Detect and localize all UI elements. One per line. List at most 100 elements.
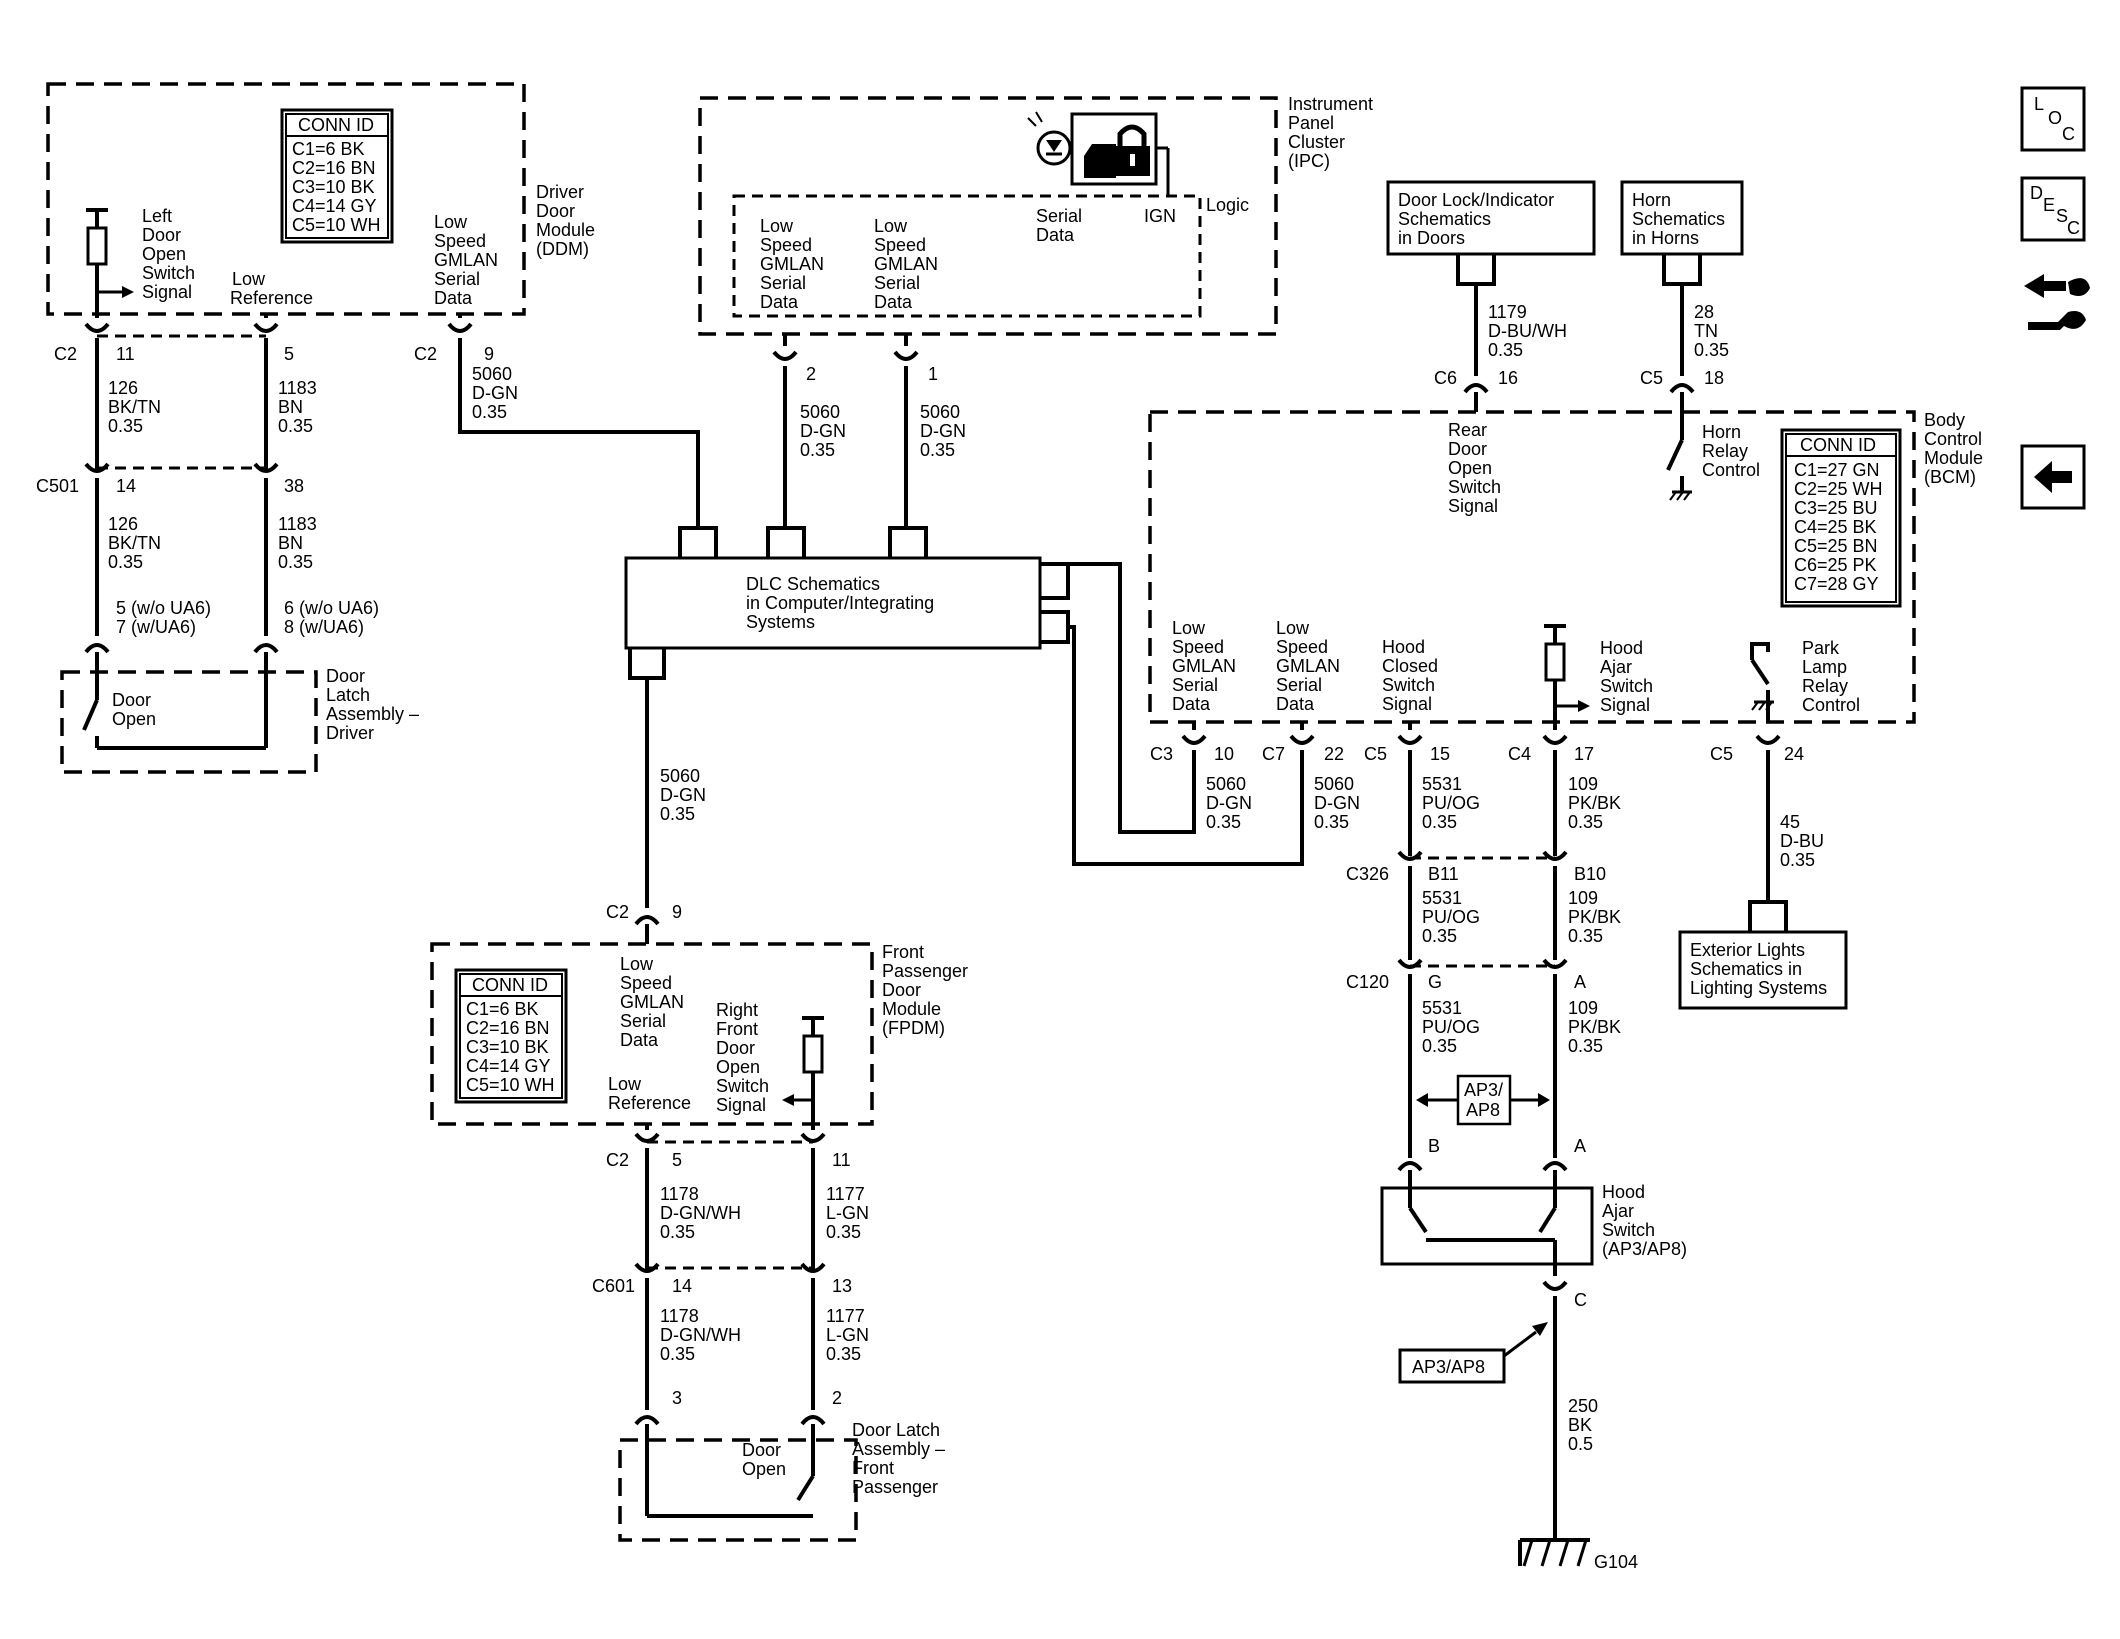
wire-gauge: 0.35 (1568, 926, 1603, 946)
conn-label-c2: C2 (606, 902, 629, 922)
label-line: Schematics (1398, 209, 1491, 229)
label-line: Door Latch (852, 1420, 940, 1440)
wire-color: D-BU (1780, 831, 1824, 851)
label-line: Driver (326, 723, 374, 743)
label-line: (FPDM) (882, 1018, 945, 1038)
pin-label: C (1574, 1290, 1587, 1310)
label-line: (BCM) (1924, 467, 1976, 487)
bcm-gmlan1-label: Low Speed GMLAN Serial Data (1172, 618, 1236, 714)
wire-number: 28 (1694, 302, 1714, 322)
wire-color: BK (1568, 1415, 1592, 1435)
label-line: Low (608, 1074, 642, 1094)
wire-color: D-GN/WH (660, 1325, 741, 1345)
bcm-conn-title: CONN ID (1800, 435, 1876, 455)
bcm-horn-relay-label: Horn Relay Control (1702, 422, 1760, 480)
fpdm-conn-c2: C2=16 BN (466, 1018, 550, 1038)
ap3-ap8-option-marker: AP3/ AP8 (1416, 1074, 1550, 1126)
wire-gauge: 0.35 (472, 402, 507, 422)
latch-driver-outline (60, 670, 318, 774)
wire-gauge: 0.35 (108, 552, 143, 572)
wire-5060-c7 (1068, 625, 1304, 866)
wire-gauge: 0.35 (108, 416, 143, 436)
wire-gauge: 0.35 (1568, 812, 1603, 832)
label-line: Horn (1702, 422, 1741, 442)
horn-schematics-reference[interactable]: Horn Schematics in Horns (1620, 180, 1744, 256)
label-line: Body (1924, 410, 1965, 430)
fpdm-switch-label: Right Front Door Open Switch Signal (716, 1000, 769, 1115)
latch-driver-inner: Open (112, 709, 156, 729)
wire-color: PU/OG (1422, 1017, 1480, 1037)
latch-passenger-outline (618, 1438, 858, 1542)
label-line: GMLAN (620, 992, 684, 1012)
latch-driver-inner: Door (112, 690, 151, 710)
ddm-gmlan-label: Low Speed GMLAN Serial Data (434, 212, 498, 308)
loc-letter-o: O (2048, 108, 2062, 128)
pin-label: A (1574, 972, 1586, 992)
wire-color: L-GN (826, 1203, 869, 1223)
diagnostic-wrench-icon[interactable] (2024, 274, 2090, 330)
label-line: Control (1802, 695, 1860, 715)
fpdm-conn-c3: C3=10 BK (466, 1037, 549, 1057)
label-line: Door (142, 225, 181, 245)
label-line: Serial (1276, 675, 1322, 695)
label-line: Assembly – (852, 1439, 945, 1459)
ddm-conn-c4: C4=14 GY (292, 196, 377, 216)
fpdm-conn-c1: C1=6 BK (466, 999, 539, 1019)
ddm-conn-c3: C3=10 BK (292, 177, 375, 197)
fpdm-title: Front Passenger Door Module (FPDM) (882, 942, 968, 1038)
label-line: Rear (1448, 420, 1487, 440)
label-line: Module (1924, 448, 1983, 468)
desc-letter-s: S (2056, 206, 2068, 226)
door-lock-schematics-reference[interactable]: Door Lock/Indicator Schematics in Doors (1386, 180, 1596, 256)
wire-label: 126 BK/TN 0.35 1183 BN 0.35 (108, 378, 317, 436)
ap-tag-text: AP3/AP8 (1412, 1357, 1485, 1377)
label-line: Hood (1382, 637, 1425, 657)
label-line: Speed (760, 235, 812, 255)
ddm-switch-resistor (86, 208, 134, 314)
label-line: Low (874, 216, 908, 236)
wire-color: D-GN (1206, 793, 1252, 813)
wire-number: 5060 (660, 766, 700, 786)
ipc-ign-label: IGN (1144, 206, 1176, 226)
ddm-title-line: Door (536, 201, 575, 221)
label-line: Front (716, 1019, 758, 1039)
conn-label-c326: C326 (1346, 864, 1389, 884)
loc-button[interactable]: L O C (2020, 86, 2086, 152)
label-line: Control (1924, 429, 1982, 449)
label-line: Switch (1382, 675, 1435, 695)
pin-label: 1 (928, 364, 938, 384)
back-arrow-button[interactable] (2020, 444, 2086, 510)
bcm-conn-c3: C3=25 BU (1794, 498, 1878, 518)
wire-gauge: 0.35 (1780, 850, 1815, 870)
label-line: Lighting Systems (1690, 978, 1827, 998)
wire-gauge: 0.35 (278, 552, 313, 572)
wire-color: BN (278, 397, 303, 417)
pin-label: B11 (1428, 864, 1459, 884)
label-line: Low (1172, 618, 1206, 638)
conn-label-c2: C2 (54, 344, 77, 364)
bcm-gmlan2-label: Low Speed GMLAN Serial Data (1276, 618, 1340, 714)
pin-label: 16 (1498, 368, 1518, 388)
wire-number: 126 (108, 514, 138, 534)
label-line: Open (1448, 458, 1492, 478)
wire-color: BK/TN (108, 533, 161, 553)
conn-label-c7: C7 (1262, 744, 1285, 764)
dlc-schematics-reference[interactable]: DLC Schematics in Computer/Integrating S… (624, 556, 1042, 650)
label-line: Ajar (1600, 657, 1632, 677)
conn-label-c501: C501 (36, 476, 79, 496)
pin-label: 11 (116, 344, 135, 364)
desc-button[interactable]: D E S C (2020, 176, 2086, 242)
label-line: Closed (1382, 656, 1438, 676)
label-line: Speed (620, 973, 672, 993)
label-line: in Computer/Integrating (746, 593, 934, 613)
label-line: Low (620, 954, 654, 974)
label-line: Low (434, 212, 468, 232)
label-line: Relay (1802, 676, 1848, 696)
bcm-hood-closed-label: Hood Closed Switch Signal (1382, 637, 1438, 714)
conn-label-c2: C2 (606, 1150, 629, 1170)
exterior-lights-schematics-reference[interactable]: Exterior Lights Schematics in Lighting S… (1678, 930, 1848, 1010)
label-line: Lamp (1802, 657, 1847, 677)
bcm-conn-c1: C1=27 GN (1794, 460, 1880, 480)
pin-label: 5 (w/o UA6) (116, 598, 211, 618)
wire-gauge: 0.35 (826, 1344, 861, 1364)
